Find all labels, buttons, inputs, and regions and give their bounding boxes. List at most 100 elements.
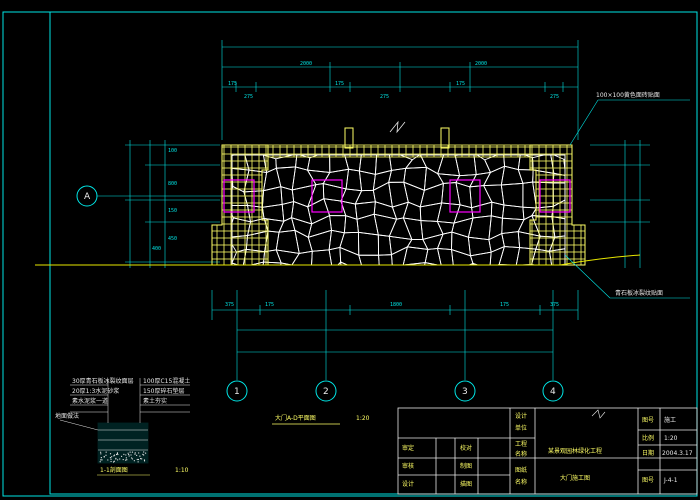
section-layer-3: 素水泥浆一道 bbox=[72, 397, 108, 405]
gravel-dot bbox=[125, 457, 127, 459]
left-dim-2: 800 bbox=[168, 181, 177, 187]
annotation-tile: 100×100黄色面砖贴面 bbox=[596, 91, 660, 99]
stone-tile bbox=[419, 262, 442, 265]
axis-a-bubble bbox=[76, 185, 98, 207]
tb-category-4: 名称 bbox=[515, 450, 527, 458]
stone-tile bbox=[515, 264, 533, 265]
stone-tile bbox=[340, 261, 365, 265]
tb-right-value-2: 1:20 bbox=[664, 435, 678, 442]
gravel-dot bbox=[110, 460, 112, 463]
section-title: 1-1剖面图 bbox=[100, 466, 128, 474]
gravel-dot bbox=[109, 453, 112, 455]
title-block-mark bbox=[591, 409, 606, 419]
top-dim-4: 275 bbox=[380, 94, 389, 100]
gravel-dot bbox=[115, 453, 118, 456]
gravel-dot bbox=[116, 452, 118, 455]
stone-tile bbox=[275, 262, 295, 265]
tb-project-name: 某景观园林绿化工程 bbox=[548, 447, 602, 455]
left-dim-3: 150 bbox=[168, 208, 177, 214]
bottom-dim-texts: 375 175 1800 175 375 bbox=[225, 302, 559, 308]
ground-line bbox=[35, 254, 641, 266]
tb-role2-2: 制图 bbox=[460, 462, 472, 470]
gravel-dot bbox=[107, 459, 109, 461]
axis-a-label: A bbox=[84, 192, 91, 202]
tb-role2-3: 描图 bbox=[460, 480, 472, 488]
section-scale: 1:10 bbox=[175, 467, 189, 474]
title-block-texts: 审定 审核 设计 校对 制图 描图 设计 单位 工程 名称 图纸 名称 某景观园… bbox=[402, 412, 693, 488]
gravel-dot bbox=[143, 454, 145, 456]
inner-frame bbox=[49, 11, 698, 495]
stone-tile bbox=[402, 262, 426, 265]
tile-pillar-left bbox=[211, 144, 269, 266]
axis-2-bubble bbox=[315, 380, 337, 402]
axis-4-label: 4 bbox=[550, 387, 556, 397]
gravel-dot bbox=[105, 451, 107, 453]
tb-role2-1: 校对 bbox=[460, 444, 472, 452]
gravel-dot bbox=[101, 459, 103, 461]
gravel-dot bbox=[136, 458, 138, 461]
stone-tile bbox=[453, 262, 474, 265]
stone-tile bbox=[310, 249, 334, 265]
break-mark bbox=[389, 120, 406, 134]
gravel-dot bbox=[136, 454, 138, 457]
stone-tile bbox=[392, 264, 409, 265]
gravel-dot bbox=[133, 460, 135, 462]
tb-right-value-3: 2004.3.17 bbox=[662, 450, 693, 457]
stone-tile bbox=[483, 263, 508, 265]
stone-tile bbox=[498, 263, 520, 265]
bottom-dim-3: 1800 bbox=[390, 302, 402, 308]
gravel-dot bbox=[100, 451, 102, 453]
section-layer-2: 20厚1:3水泥砂浆 bbox=[72, 387, 119, 395]
gravel-dot bbox=[131, 451, 134, 453]
top-dim-1: 175 bbox=[228, 81, 237, 87]
gravel-dot bbox=[125, 459, 127, 461]
stone-tile bbox=[291, 250, 313, 265]
gravel-dot bbox=[120, 455, 123, 458]
gravel-dot bbox=[117, 459, 119, 461]
tb-role-3: 设计 bbox=[402, 480, 414, 488]
gravel-dot bbox=[100, 453, 102, 455]
section-detail: 30厚青石板冰裂纹面层 20厚1:3水泥砂浆 素水泥浆一道 100厚C15混凝土… bbox=[55, 377, 190, 476]
stone-tile bbox=[291, 264, 313, 265]
stone-tile bbox=[468, 262, 491, 265]
gravel-dot bbox=[144, 452, 147, 454]
section-layer-6: 素土夯实 bbox=[143, 397, 167, 405]
gravel-dot bbox=[103, 456, 105, 458]
tb-drawing-name: 大门施工图 bbox=[560, 474, 590, 482]
gravel-dot bbox=[113, 460, 115, 462]
plan-scale: 1:20 bbox=[356, 415, 370, 422]
stone-tile bbox=[498, 246, 521, 265]
top-dimensions bbox=[221, 40, 579, 140]
stone-tile bbox=[552, 267, 568, 283]
gravel-dot bbox=[125, 454, 127, 456]
tile-pillars bbox=[211, 144, 586, 266]
tb-right-label-1: 图号 bbox=[642, 417, 654, 424]
stone-tile bbox=[331, 260, 344, 265]
gravel-dot bbox=[99, 461, 101, 463]
stone-tile bbox=[379, 270, 393, 283]
tile-band-top bbox=[267, 144, 531, 158]
bottom-dimensions bbox=[211, 290, 579, 320]
axis-2-label: 2 bbox=[323, 387, 329, 397]
gravel-dot bbox=[134, 453, 136, 455]
stone-tile bbox=[562, 264, 565, 265]
top-dim-3: 175 bbox=[335, 81, 344, 87]
gravel-dot bbox=[113, 454, 116, 456]
tb-category-6: 名称 bbox=[515, 478, 527, 486]
tb-category-3: 工程 bbox=[515, 440, 527, 448]
tb-role-1: 审定 bbox=[402, 444, 414, 452]
gravel-dot bbox=[117, 453, 119, 456]
tb-right-label-4: 图号 bbox=[642, 477, 654, 484]
bottom-dim-1: 375 bbox=[225, 302, 234, 308]
gravel-dot bbox=[128, 455, 130, 457]
axis-3-bubble bbox=[454, 380, 476, 402]
right-dimensions bbox=[590, 140, 650, 268]
leaders bbox=[564, 99, 690, 299]
axis-3-label: 3 bbox=[462, 387, 468, 397]
section-layer-5: 150厚碎石垫层 bbox=[143, 387, 184, 395]
axis-4-bubble bbox=[542, 380, 564, 402]
gravel-dot bbox=[138, 452, 140, 454]
gravel-dot bbox=[143, 459, 146, 461]
tile-pillar-right bbox=[529, 144, 586, 266]
title-block bbox=[397, 407, 698, 495]
